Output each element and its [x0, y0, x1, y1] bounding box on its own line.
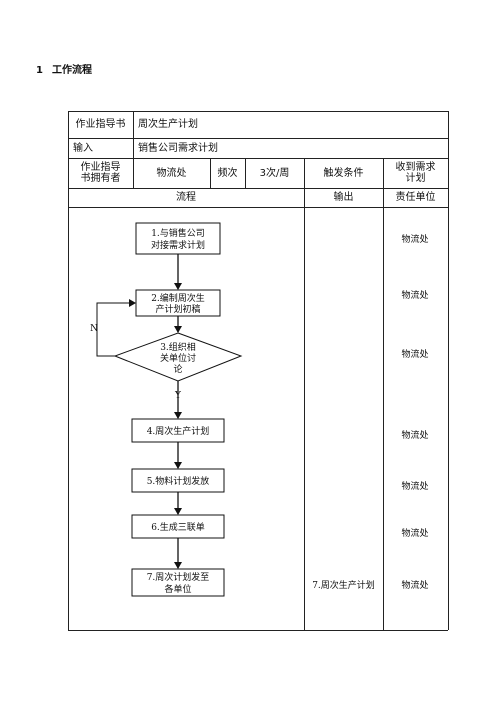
- freq-label-cell: 频次: [210, 158, 245, 188]
- responsible-step-2: 物流处: [401, 291, 429, 301]
- freq-value: 3次/周: [259, 167, 290, 179]
- trigger-value-line1: 收到需求: [395, 162, 436, 173]
- owner-label-cell: 作业指导 书拥有者: [68, 158, 133, 188]
- output-column-header: 输出: [304, 188, 383, 207]
- step-5-label: 5.物料计划发放: [147, 475, 210, 487]
- step-1-line2: 对接需求计划: [151, 239, 205, 251]
- guide-label-cell: 作业指导书: [68, 111, 133, 138]
- guide-label: 作业指导书: [75, 119, 126, 130]
- step-7-box: [131, 568, 225, 597]
- section-title: 1 工作流程: [36, 61, 92, 76]
- step-1-line1: 1.与销售公司: [151, 227, 205, 239]
- owner-value: 物流处: [156, 167, 187, 179]
- responsible-column-header: 责任单位: [383, 188, 448, 207]
- section-number: 1: [36, 65, 43, 76]
- responsible-step-5: 物流处: [401, 482, 429, 492]
- freq-label: 频次: [217, 167, 238, 179]
- flow-column-label: 流程: [176, 192, 196, 203]
- freq-value-cell: 3次/周: [245, 158, 304, 188]
- guide-value: 周次生产计划: [138, 119, 198, 130]
- trigger-value-cell: 收到需求 计划: [383, 158, 448, 188]
- section-heading: 工作流程: [51, 65, 92, 76]
- step-6-label: 6.生成三联单: [151, 521, 205, 533]
- output-column-label: 输出: [333, 192, 354, 203]
- input-value-cell: 销售公司需求计划: [133, 138, 448, 158]
- input-label-cell: 输入: [68, 138, 133, 158]
- step-7-line1: 7.周次计划发至: [147, 571, 210, 583]
- step-2-line1: 2.编制周次生: [151, 292, 205, 304]
- no-label: N: [90, 324, 98, 334]
- responsible-step-3: 物流处: [401, 350, 429, 360]
- input-label: 输入: [73, 142, 93, 154]
- step-7-line2: 各单位: [164, 583, 191, 595]
- step-4-label: 4.周次生产计划: [147, 425, 210, 437]
- responsible-column-label: 责任单位: [395, 192, 436, 203]
- flow-column-header: 流程: [68, 188, 304, 207]
- owner-label-line1: 作业指导: [80, 162, 121, 173]
- trigger-label: 触发条件: [323, 167, 364, 179]
- responsible-step-4: 物流处: [401, 431, 429, 441]
- step-3-line2: 关单位讨: [160, 352, 196, 364]
- step-3-line1: 3.组织相: [160, 341, 196, 353]
- trigger-label-cell: 触发条件: [304, 158, 383, 188]
- input-value: 销售公司需求计划: [138, 142, 218, 154]
- step-2-line2: 产计划初稿: [155, 303, 200, 315]
- step-3-line3: 论: [173, 363, 182, 375]
- output-step-7: 7.周次生产计划: [312, 581, 375, 591]
- responsible-step-6: 物流处: [401, 529, 429, 539]
- owner-label-line2: 书拥有者: [80, 173, 121, 184]
- owner-value-cell: 物流处: [133, 158, 210, 188]
- yes-label: Y: [174, 391, 182, 401]
- trigger-value-line2: 计划: [405, 173, 426, 184]
- step-1-box: [135, 222, 221, 255]
- guide-value-cell: 周次生产计划: [133, 111, 448, 138]
- responsible-step-1: 物流处: [401, 235, 429, 245]
- responsible-step-7: 物流处: [401, 581, 429, 591]
- loop-back-arrow: [96, 299, 136, 357]
